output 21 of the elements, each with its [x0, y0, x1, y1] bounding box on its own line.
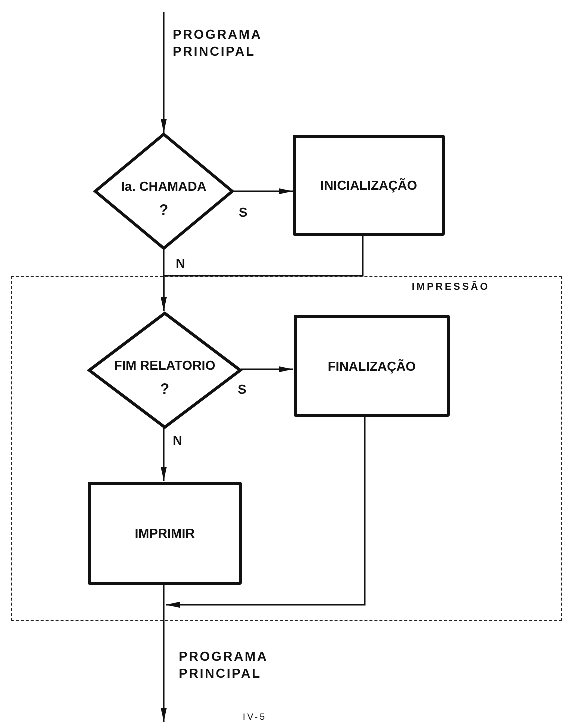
process-text: INICIALIZAÇÃO — [320, 178, 418, 193]
decision-diamond — [94, 133, 234, 250]
arrow — [161, 584, 167, 722]
dashed-group-frame — [11, 276, 562, 621]
arrow — [161, 12, 167, 133]
process-text: FINALIZAÇÃO — [328, 358, 416, 374]
decision-text: FIM RELATORIO — [114, 358, 216, 372]
arrow — [161, 236, 364, 311]
arrow — [241, 366, 293, 372]
arrow — [234, 188, 293, 194]
decision-text: Ia. CHAMADA — [121, 178, 207, 194]
process-text: IMPRIMIR — [135, 526, 195, 541]
process-box — [293, 135, 445, 236]
arrow — [161, 428, 167, 481]
process-box — [88, 482, 242, 585]
group-label: IMPRESSÃO — [412, 282, 490, 293]
decision-text: ? — [159, 202, 169, 218]
process-box — [294, 315, 450, 417]
page-number: IV-5 — [243, 712, 268, 722]
decision-text: ? — [160, 380, 170, 398]
arrow — [166, 416, 366, 608]
